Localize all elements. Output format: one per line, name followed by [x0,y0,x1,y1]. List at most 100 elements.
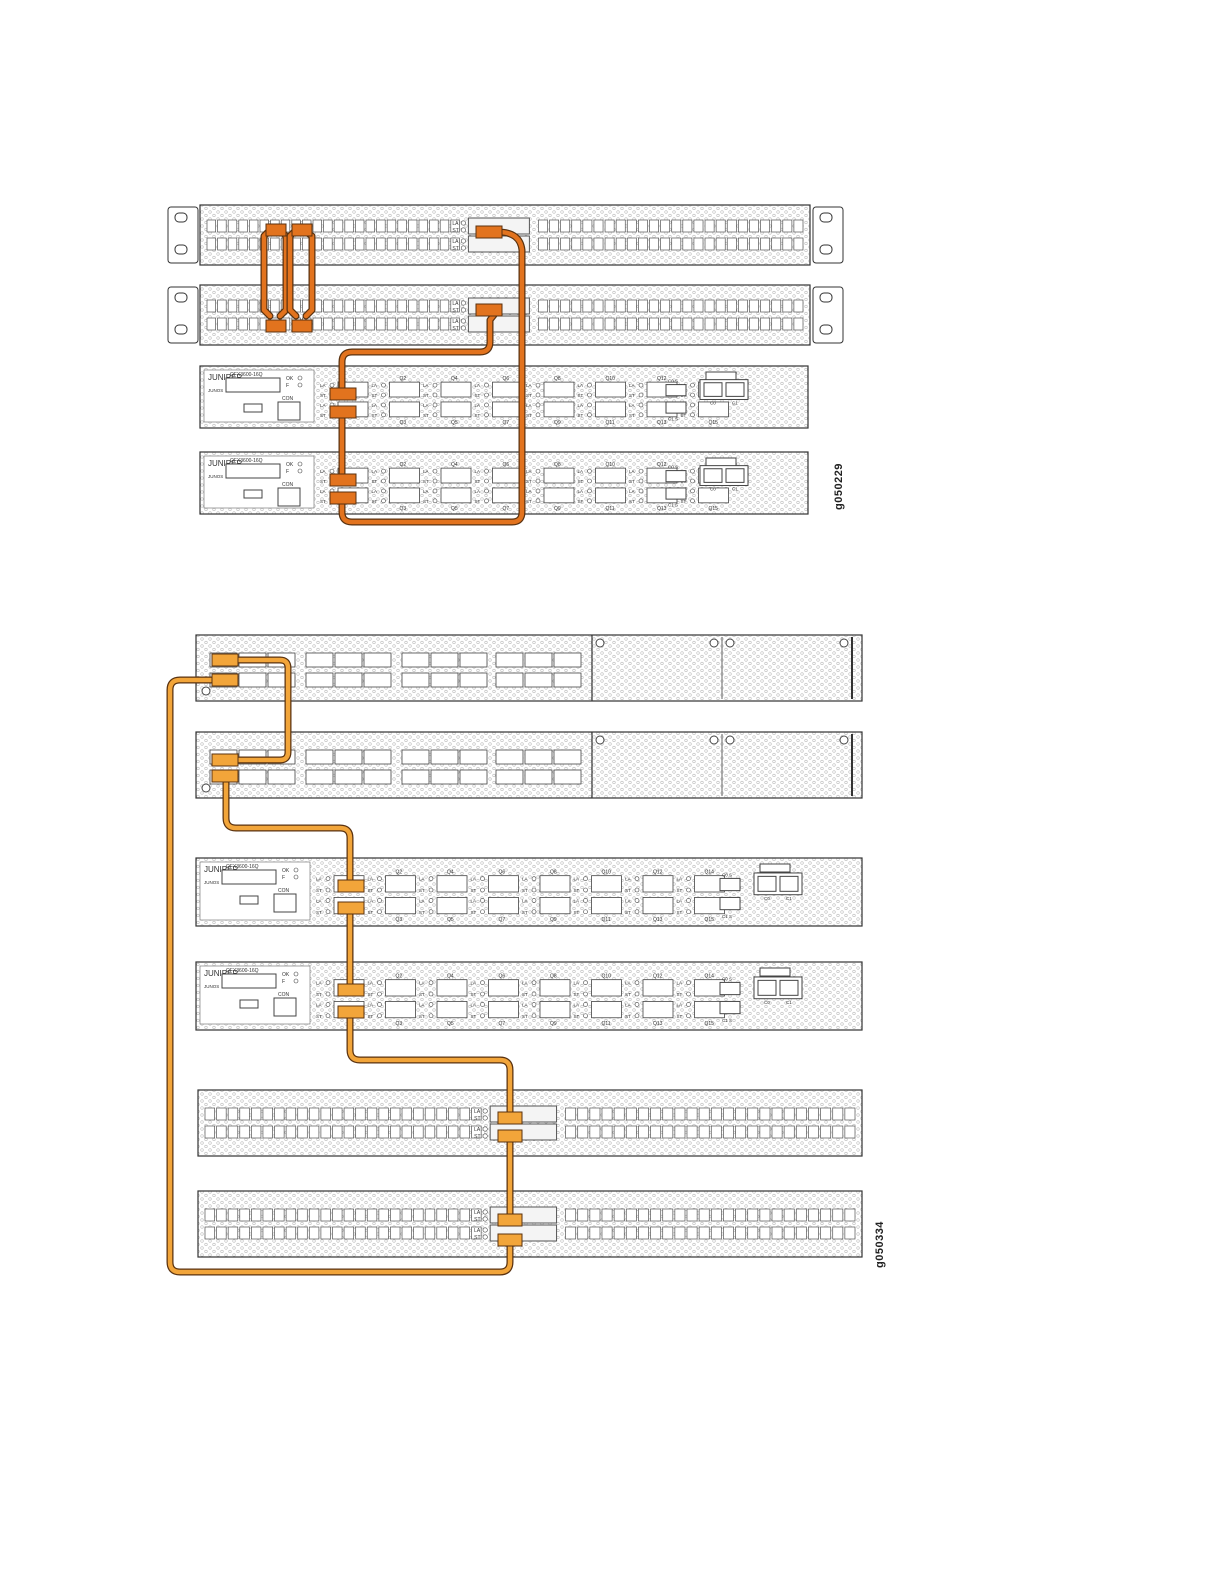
rj45-port [779,979,799,996]
port-led [638,468,644,474]
qsfp-port [524,769,553,785]
sfp-port [418,299,428,313]
console-port [277,487,301,507]
port-label: C1 [732,400,738,405]
port-label: Q15 [709,420,719,426]
sfp-port [577,1208,589,1222]
cable-connector [329,473,357,487]
port-led [690,468,695,474]
sfp-port [649,219,659,233]
led-label: ST [677,992,683,997]
led-label: ST [452,246,458,252]
cable-connector [265,223,287,237]
port-led [428,898,434,903]
port-led [377,898,382,903]
sfp-port [239,1226,250,1240]
qsfp-port [495,672,524,688]
sfp-port [782,299,793,313]
sfp-port [274,1208,285,1222]
led-label: ST [526,499,532,504]
led-label: LA [368,898,374,903]
sfp-port [671,219,682,233]
sfp-port [759,1107,771,1121]
sfp-port [560,219,571,233]
led-label: LA [320,489,326,494]
qsfp-port [539,897,571,915]
led-label: ST [574,888,580,893]
port-led [531,909,537,915]
sfp-port [638,219,648,233]
led-label: LA [474,1210,481,1216]
sfp-port [390,1226,401,1240]
status-led [482,1209,488,1215]
port-led [432,402,438,408]
port-label: C0 S [722,872,732,877]
port-led [587,392,592,398]
port-led [377,1013,382,1019]
port-led [484,488,489,494]
port-led [535,498,541,504]
status-led [482,1216,488,1222]
sfp-port [686,1125,698,1139]
port-led [432,412,438,418]
rj45-port [703,382,723,397]
sfp-port [459,1226,470,1240]
port-label: C0 S [668,379,678,384]
port-led [583,980,588,985]
port-led [638,498,644,504]
cable-connector [497,1233,523,1247]
port-label: Q8 [550,974,557,980]
sfp-port [747,1208,759,1222]
sfp-port [565,1107,577,1121]
sfp-port [759,1125,771,1139]
sfp-port [378,1208,389,1222]
led-label: ST [474,1116,480,1122]
port-led [377,887,382,893]
sfp-port [378,1125,389,1139]
sfp-port [297,1208,308,1222]
qsfp-port [553,769,582,785]
led-label: LA [419,981,425,986]
qsfp-port [591,979,622,997]
console-label: CON [282,482,294,488]
sfp-port [238,219,248,233]
brand-logo: JUNIPER [208,459,242,468]
led-label: ST [368,910,374,915]
sfp-port [397,219,407,233]
led-label: ST [320,479,326,484]
qsfp-port [595,487,626,504]
port-label: Q10 [602,974,612,980]
sfp-port [344,317,354,331]
sfp-port [355,317,365,331]
qsfp-port [642,897,674,915]
brand-logo: JUNIPER [208,373,242,382]
port-label: C1 S [722,914,732,919]
sfp-port [308,1107,320,1121]
sfp-port [638,317,648,331]
qsfp-port [539,875,571,893]
sfp-port [343,1107,355,1121]
port-label: Q13 [653,917,663,923]
led-label: LA [320,383,326,388]
sfp-port [793,219,804,233]
port-led [381,468,386,474]
led-label: F [286,469,289,475]
led-label: LA [522,1002,528,1007]
port-led [428,1002,434,1007]
sfp-port [577,1226,589,1240]
sfp-port [378,1107,389,1121]
sfp-port [723,1107,734,1121]
led-label: ST [578,413,584,418]
sfp-port [844,1226,856,1240]
led-label: ST [419,992,425,997]
port-led [381,392,386,398]
port-label: C0 [710,486,716,491]
port-label: Q7 [499,1021,506,1027]
cable-connector [337,1005,365,1019]
ground-point [201,783,211,793]
sfp-port [274,1107,285,1121]
sfp-port [450,317,460,331]
sfp-port [401,1226,412,1240]
